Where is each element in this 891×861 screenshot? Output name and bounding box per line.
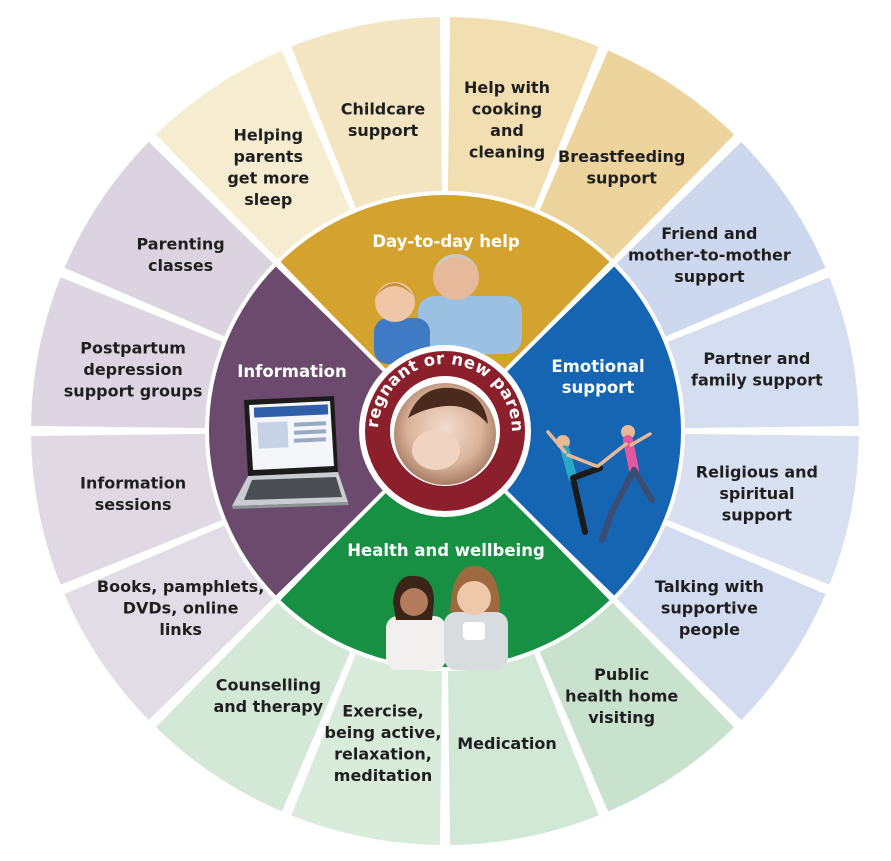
wedge-emotional-support-4 [616, 525, 826, 721]
wedge-label-information-4: Parenting classes [136, 235, 224, 276]
wedge-label-line: Information [80, 473, 186, 492]
labels: Helping parents get more sleep Childcare supp… [64, 78, 823, 785]
wedge-label-line: health home [565, 686, 678, 705]
wedge-label-line: and therapy [213, 697, 323, 716]
wedge-label-day-to-day-help-1: Helping parents get more sleep [227, 125, 309, 209]
laptop-illustration [232, 396, 349, 509]
outer-wedge-ring [29, 15, 861, 847]
wedge-information-2 [31, 433, 223, 585]
wedge-emotional-support-3 [667, 433, 859, 585]
wedge-label-line: classes [148, 256, 213, 275]
wedge-label-line: get more [227, 168, 309, 187]
wedge-label-day-to-day-help-4: Breastfeeding support [558, 147, 685, 188]
wedge-label-emotional-support-2: Partner and family support [691, 349, 823, 390]
wedge-label-line: Books, pamphlets, [97, 577, 264, 596]
wedge-label-line: meditation [334, 766, 432, 785]
wedge-label-health-and-wellbeing-2: Medication [457, 734, 557, 753]
wedge-information-3 [31, 277, 223, 429]
wedge-label-line: Religious and [696, 463, 818, 482]
wedge-label-line: cleaning [469, 142, 545, 161]
wedge-label-line: relaxation, [334, 745, 432, 764]
sector-title-line: Health and wellbeing [347, 541, 545, 560]
wedge-health-and-wellbeing-3 [291, 653, 443, 845]
wedge-label-line: people [679, 620, 740, 639]
wedge-label-line: cooking [472, 99, 542, 118]
wedge-label-emotional-support-1: Friend and mother-to-mother support [628, 224, 791, 286]
wedge-label-emotional-support-3: Religious and spiritual support [696, 463, 818, 525]
wedge-label-line: support [587, 168, 658, 187]
wedge-day-to-day-help-4 [539, 50, 735, 260]
wedge-label-line: being active, [325, 723, 442, 742]
wedge-label-information-2: Information sessions [80, 473, 186, 514]
wedge-information-4 [64, 141, 274, 337]
wedge-label-line: DVDs, online [123, 599, 239, 618]
wedge-emotional-support-2 [667, 277, 859, 429]
jumping-people-illustration [546, 425, 655, 543]
wedge-label-day-to-day-help-2: Childcare support [341, 99, 426, 139]
wedge-label-health-and-wellbeing-4: Counselling and therapy [213, 676, 323, 717]
wedge-emotional-support-1 [616, 141, 826, 337]
wedge-label-line: Helping [234, 125, 304, 144]
wedge-day-to-day-help-1 [155, 50, 351, 260]
wedge-label-line: Counselling [216, 676, 321, 695]
wedge-label-line: Childcare [341, 99, 426, 118]
two-women-illustration [386, 566, 508, 670]
sector-title-line: support [562, 378, 635, 397]
wedge-label-line: visiting [588, 708, 655, 727]
wedge-day-to-day-help-3 [447, 17, 599, 209]
wedge-label-line: sleep [244, 190, 292, 209]
wedge-label-line: sessions [95, 495, 172, 514]
wedge-label-line: Talking with [655, 577, 764, 596]
wedge-label-line: support [348, 121, 419, 140]
wedge-label-line: Help with [464, 78, 550, 97]
wedge-health-and-wellbeing-4 [155, 602, 351, 812]
wedge-label-information-3: Postpartum depression support groups [64, 339, 203, 401]
wedge-label-line: support [674, 267, 745, 286]
sector-title-information: Information [237, 362, 347, 381]
wedge-label-emotional-support-4: Talking with supportive people [655, 577, 764, 639]
wedge-label-line: support [722, 506, 793, 525]
wedge-label-line: Public [594, 665, 649, 684]
wedge-label-line: mother-to-mother [628, 245, 791, 264]
wedge-label-health-and-wellbeing-1: Public health home visiting [565, 665, 678, 727]
sector-title-health-and-wellbeing: Health and wellbeing [347, 541, 545, 560]
sector-title-line: Emotional [551, 357, 644, 376]
wedge-label-line: Medication [457, 734, 557, 753]
wedge-label-line: depression [83, 360, 182, 379]
wedge-health-and-wellbeing-1 [539, 602, 735, 812]
wedge-label-line: support groups [64, 382, 203, 401]
wedge-label-line: supportive [661, 599, 758, 618]
wedge-label-line: Exercise, [342, 702, 423, 721]
sector-title-emotional-support: Emotional support [551, 357, 644, 397]
wedge-label-line: Breastfeeding [558, 147, 685, 166]
wedge-label-line: links [159, 620, 202, 639]
wedge-label-line: Friend and [661, 224, 757, 243]
wedge-label-health-and-wellbeing-3: Exercise, being active, relaxation, meditat… [325, 702, 442, 786]
wedge-information-1 [64, 525, 274, 721]
wedge-label-line: and [490, 121, 524, 140]
sector-emotional-support [503, 266, 681, 596]
wedge-label-line: Postpartum [80, 339, 186, 358]
sector-title-line: Day-to-day help [372, 232, 520, 251]
wedge-label-line: spiritual [719, 484, 794, 503]
wedge-label-line: parents [234, 147, 304, 166]
sector-illustrations [232, 254, 655, 670]
sector-health-and-wellbeing [280, 489, 610, 667]
wedge-label-line: family support [691, 371, 823, 390]
wedge-label-line: Partner and [703, 349, 810, 368]
sector-title-line: Information [237, 362, 347, 381]
wedge-label-line: Parenting [136, 235, 224, 254]
wedge-label-information-1: Books, pamphlets, DVDs, online links [97, 577, 264, 639]
sector-title-day-to-day-help: Day-to-day help [372, 232, 520, 251]
wedge-label-day-to-day-help-3: Help with cooking and cleaning [464, 78, 550, 161]
wedge-day-to-day-help-2 [291, 17, 443, 209]
wedge-health-and-wellbeing-2 [447, 653, 599, 845]
